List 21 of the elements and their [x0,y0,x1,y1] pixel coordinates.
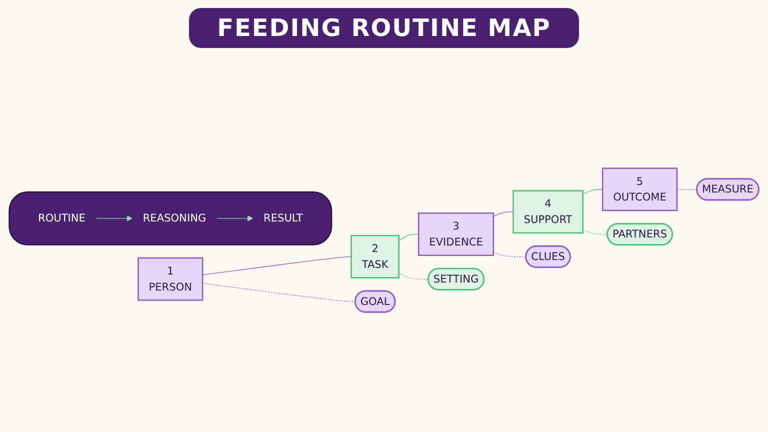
connector [398,234,419,241]
node-text: ROUTINE [38,212,86,224]
node-box: 2 TASK [350,234,400,278]
connector [582,188,603,195]
connector [582,228,608,235]
arrow [96,215,133,222]
arrow [216,215,254,222]
connector [676,188,698,190]
node-text: RESULT [264,212,303,224]
title-banner: FEEDING ROUTINE MAP [189,8,579,48]
node-box: 5 OUTCOME [602,167,678,211]
connector [398,272,429,280]
node-box: 4 SUPPORT [512,190,584,234]
node-box: 3 EVIDENCE [418,212,494,256]
cluster [8,191,332,246]
node-box: 1 PERSON [138,257,204,301]
node-text: REASONING [142,212,206,224]
connector [493,211,514,217]
connector [202,256,352,276]
connector [493,251,526,258]
connector [202,282,356,302]
